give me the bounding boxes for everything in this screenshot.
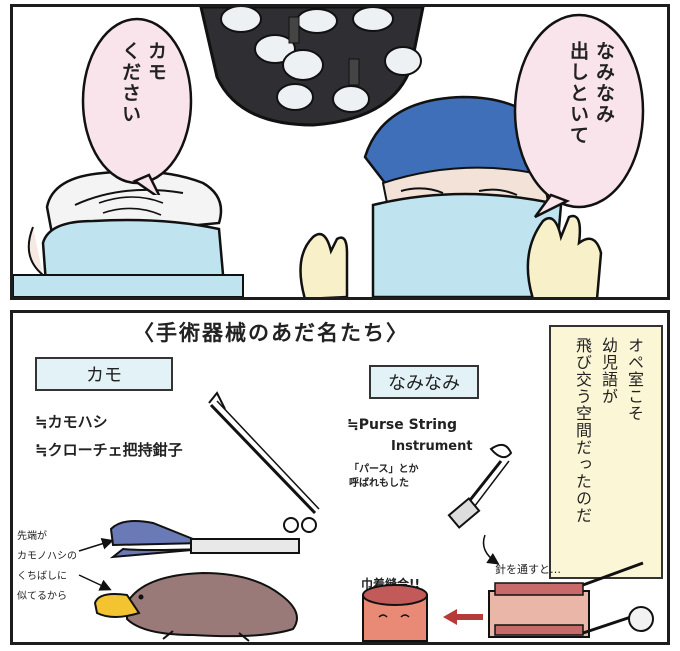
panel-instrument-nicknames: 〈手術器械のあだ名たち〉 カモ ≒カモハシ ≒クローチェ把持鉗子 なみなみ ≒P…	[10, 310, 670, 645]
surgery-scene-art	[13, 7, 603, 297]
naminami-note: 「パース」とか 呼ばれもした	[349, 464, 419, 489]
naminami-alias-2: Instrument	[391, 439, 473, 454]
croce-forceps-illustration	[208, 391, 320, 533]
bubble-right-text: なみなみ 出しといて	[567, 41, 615, 146]
operating-lamp	[199, 7, 425, 127]
tobacco-suture-label: 巾着縫合!!	[361, 577, 420, 591]
purse-string-result-illustration	[362, 584, 428, 642]
right-surgeon	[299, 95, 603, 297]
panel-surgery-scene: カモ ください なみなみ 出しといて	[10, 4, 670, 300]
speech-bubble-left: カモ ください	[79, 15, 195, 195]
beak-note: 先端が カモノハシの くちばしに 似てるから	[17, 531, 77, 602]
kamo-alias-1: ≒カモハシ	[35, 413, 108, 431]
label-naminami: なみなみ	[369, 365, 479, 399]
needle-label: 針を通すと…	[495, 563, 561, 576]
side-note-card: オペ室こそ 幼児語が 飛び交う空間だったのだ	[549, 325, 663, 579]
speech-bubble-right: なみなみ 出しといて	[511, 11, 647, 221]
left-surgeon	[13, 170, 244, 297]
naminami-alias-1: ≒Purse String	[347, 417, 458, 433]
label-kamo: カモ	[35, 357, 173, 391]
kamo-alias-2: ≒クローチェ把持鉗子	[35, 441, 183, 459]
side-note-text: オペ室こそ 幼児語が 飛び交う空間だったのだ	[573, 337, 644, 524]
purse-string-instrument-illustration	[447, 443, 513, 529]
panel-heading: 〈手術器械のあだ名たち〉	[133, 321, 409, 345]
bubble-left-text: カモ ください	[119, 41, 167, 125]
kamo-jaw-illustration	[109, 520, 300, 559]
platypus-illustration	[93, 571, 298, 642]
